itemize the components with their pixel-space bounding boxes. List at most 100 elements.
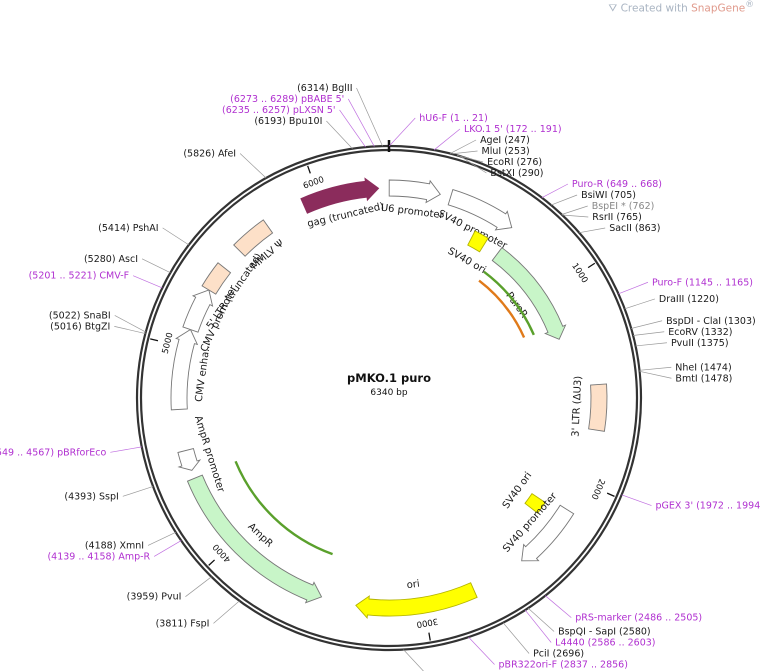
restriction-site-label: EcoRV (1332) — [668, 327, 732, 338]
primer-site-label: (4549 .. 4567) pBRforEco — [0, 447, 106, 458]
restriction-site-label: (3811) FspI — [156, 618, 210, 629]
site-leader-line — [524, 609, 552, 643]
feature-arrow-gag-truncated- — [300, 177, 380, 214]
primer-binding-arc — [483, 270, 535, 336]
site-leader-line — [579, 227, 606, 234]
primer-binding-arc — [234, 460, 333, 556]
feature-arrow-sv40-promoter — [447, 189, 513, 231]
restriction-site-label: (6193) Bpu10I — [254, 116, 322, 127]
restriction-site-label: EcoRI (276) — [487, 157, 542, 168]
site-leader-line — [460, 156, 487, 174]
primer-site-label: (4139 .. 4158) Amp-R — [47, 551, 150, 562]
site-leader-line — [527, 607, 555, 632]
plasmid-name: pMKO.1 puro — [347, 371, 431, 385]
tick-mark — [307, 165, 311, 174]
tick-label: 5000 — [161, 332, 176, 355]
site-leader-line — [356, 87, 383, 147]
site-leader-line — [141, 258, 171, 274]
restriction-site-label: (5826) AfeI — [183, 149, 236, 160]
feature-arrow-cmv-promoter — [182, 289, 214, 333]
primer-site-label: (6235 .. 6257) pLXSN 5' — [222, 105, 336, 116]
restriction-site-label: (3959) PvuI — [127, 592, 182, 603]
site-leader-line — [339, 109, 366, 148]
site-leader-line — [114, 315, 146, 333]
restriction-site-label: MluI (253) — [482, 146, 530, 157]
site-leader-line — [162, 227, 190, 246]
feature-label: ori — [406, 579, 420, 592]
feature-arrow-3-ltr-u3- — [588, 383, 608, 432]
backbone-inner-ring — [139, 148, 639, 648]
feature-arrow-sv40-promoter — [521, 504, 575, 562]
restriction-site-label: (5280) AscI — [84, 254, 138, 265]
site-leader-line — [449, 139, 477, 154]
primer-site-label: hU6-F (1 .. 21) — [419, 113, 488, 124]
site-leader-line — [635, 342, 667, 347]
site-leader-line — [132, 275, 163, 289]
site-leader-line — [631, 320, 663, 329]
feature-arrow-sv40-ori — [467, 230, 489, 253]
restriction-site-label: PvuII (1375) — [671, 338, 729, 349]
site-leader-line — [621, 494, 652, 506]
restriction-site-label: NheI (1474) — [675, 362, 731, 373]
site-leader-line — [639, 366, 672, 371]
primer-site-label: pBR322ori-F (2837 .. 2856) — [499, 659, 628, 670]
restriction-site-label: (6314) BglII — [297, 83, 352, 94]
primer-site-label: Puro-R (649 .. 668) — [572, 179, 662, 190]
site-leader-line — [550, 194, 578, 206]
site-leader-line — [502, 622, 530, 654]
feature-label: SV40 ori — [446, 246, 488, 276]
feature-arrow-ori — [355, 582, 478, 619]
site-layer: hU6-F (1 .. 21)LKO.1 5' (172 .. 191)AgeI… — [0, 83, 760, 671]
restriction-site-label: PciI (2696) — [533, 648, 584, 659]
feature-arrow-puror — [491, 247, 567, 340]
site-leader-line — [456, 155, 484, 163]
site-leader-line — [110, 446, 142, 453]
site-leader-line — [147, 531, 176, 546]
tick-mark — [606, 492, 615, 497]
restriction-site-label: (4393) SspI — [64, 491, 118, 502]
feature-arrow-u6-promoter — [388, 179, 441, 204]
restriction-site-label: BspDI - ClaI (1303) — [666, 316, 756, 327]
site-leader-line — [388, 117, 416, 147]
tick-label: 6000 — [302, 175, 326, 192]
restriction-site-label: (4188) XmnI — [85, 540, 144, 551]
site-leader-line — [403, 649, 424, 671]
primer-site-label: Puro-F (1145 .. 1165) — [652, 277, 753, 288]
restriction-site-label: RsrII (765) — [592, 212, 642, 223]
restriction-site-label: (5414) PshAI — [98, 223, 158, 234]
snapgene-credit: ⛛ Created with SnapGene® — [608, 0, 754, 15]
feature-arrow-cmv-enha- — [170, 328, 199, 411]
feature-label: U6 promoter — [380, 203, 445, 222]
restriction-site-label: BspEI * (762) — [592, 201, 655, 212]
site-leader-line — [618, 281, 649, 295]
site-leader-line — [468, 636, 495, 665]
tick-mark — [428, 632, 431, 641]
primer-site-label: LKO.1 5' (172 .. 191) — [464, 124, 562, 135]
feature-label: 3' LTR (ΔU3) — [570, 376, 584, 438]
feature-arrow-ampr — [186, 474, 323, 604]
restriction-site-label: BspQI - SapI (2580) — [558, 626, 651, 637]
restriction-site-label: SacII (863) — [609, 223, 660, 234]
site-leader-line — [122, 486, 154, 497]
site-leader-line — [561, 205, 588, 215]
restriction-site-label: BstXI (290) — [490, 168, 543, 179]
primer-site-label: pRS-marker (2486 .. 2505) — [575, 613, 702, 624]
plasmid-size: 6340 bp — [370, 388, 407, 398]
plasmid-backbone — [135, 144, 643, 652]
restriction-site-label: (5016) BtgZI — [50, 321, 110, 332]
site-leader-line — [451, 150, 478, 155]
tick-label: 2000 — [589, 477, 607, 501]
tick-mark — [587, 262, 596, 269]
site-leader-line — [114, 326, 146, 334]
primer-site-label: (5201 .. 5221) CMV-F — [29, 271, 130, 282]
site-leader-line — [624, 298, 655, 310]
primer-site-label: pGEX 3' (1972 .. 1994) — [656, 501, 760, 512]
primer-binding-arc — [478, 279, 526, 338]
site-leader-line — [347, 98, 375, 147]
site-leader-line — [562, 214, 589, 218]
site-leader-line — [545, 595, 572, 618]
restriction-site-label: AgeI (247) — [480, 135, 530, 146]
site-leader-line — [185, 576, 212, 597]
site-leader-line — [541, 183, 569, 199]
